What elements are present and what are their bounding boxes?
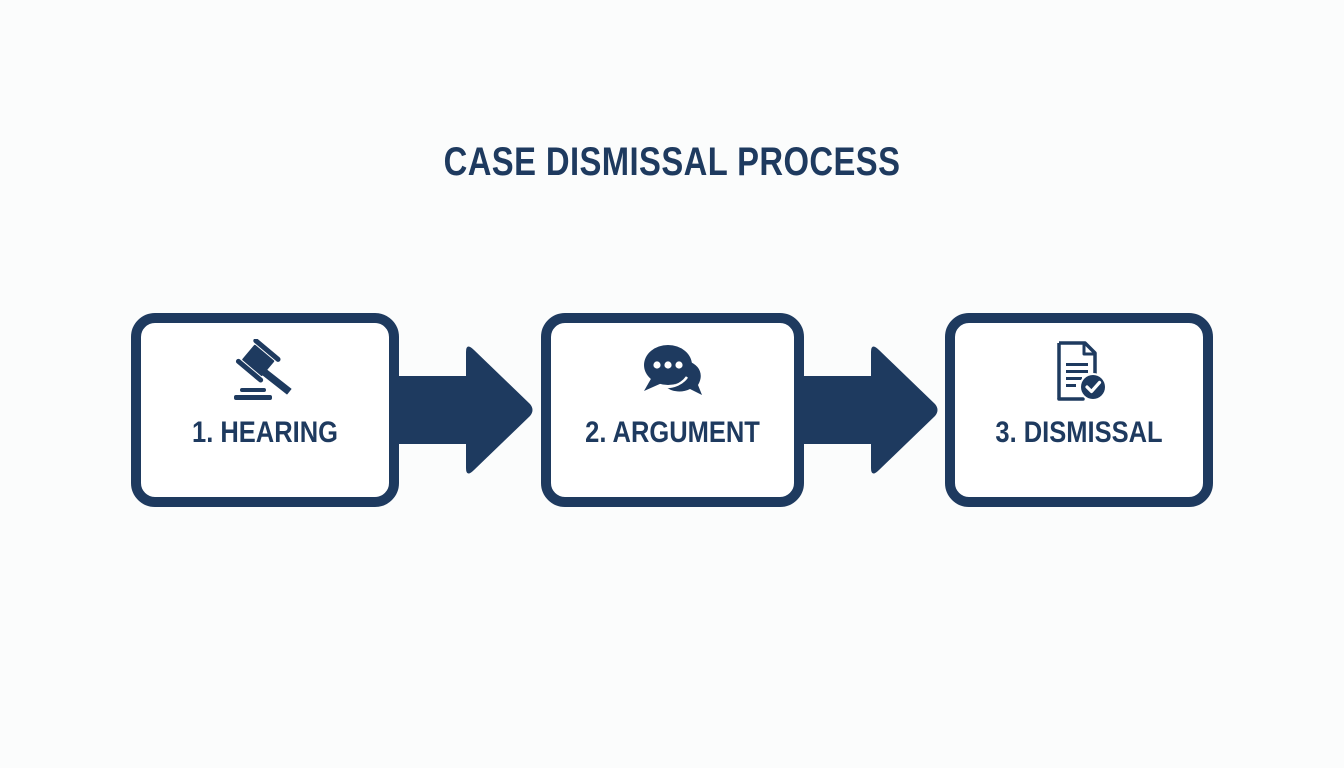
step-label: 2. ARGUMENT xyxy=(585,416,760,449)
step-icon-container xyxy=(551,339,794,403)
arrow-right-icon xyxy=(392,346,533,474)
chat-bubbles-icon xyxy=(643,345,702,395)
step-icon-container xyxy=(141,339,389,403)
step-icon-container xyxy=(955,339,1203,403)
step-label: 1. HEARING xyxy=(192,416,338,449)
step-box-hearing: 1. HEARING xyxy=(131,313,399,507)
step-box-argument: 2. ARGUMENT xyxy=(541,313,804,507)
step-label: 3. DISMISSAL xyxy=(995,416,1163,449)
gavel-icon xyxy=(234,339,292,400)
diagram-title: CASE DISMISSAL PROCESS xyxy=(443,140,901,184)
document-check-icon xyxy=(1057,341,1107,401)
arrow-right-icon xyxy=(797,346,938,474)
step-box-dismissal: 3. DISMISSAL xyxy=(945,313,1213,507)
